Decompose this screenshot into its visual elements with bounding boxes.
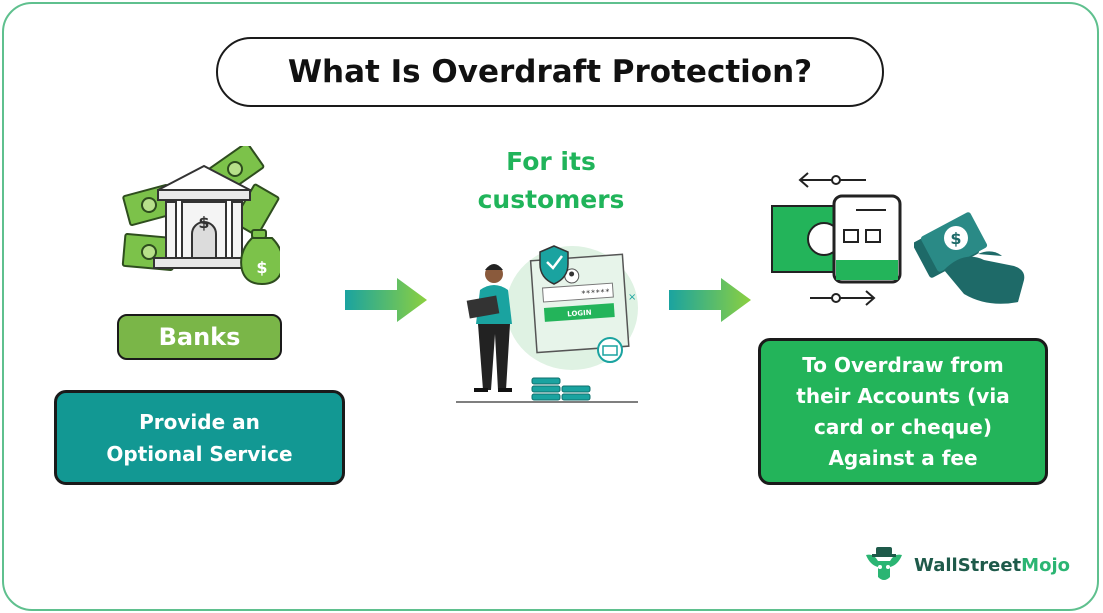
svg-text:$: $ (256, 258, 267, 277)
banks-label: Banks (117, 314, 282, 360)
service-line-2: Optional Service (106, 441, 293, 466)
overdraw-line-2: their Accounts (via (796, 383, 1010, 408)
svg-text:×: × (628, 292, 636, 303)
service-description-box: Provide an Optional Service (54, 390, 345, 485)
overdraw-description-box: To Overdraw from their Accounts (via car… (758, 338, 1048, 485)
subtitle-line-1: For its (506, 147, 596, 176)
password-mask: ****** (581, 287, 611, 298)
subtitle-line-2: customers (477, 185, 625, 214)
overdraw-line-1: To Overdraw from (802, 352, 1004, 377)
svg-text:$: $ (950, 229, 961, 248)
overdraw-line-3: card or cheque) (814, 414, 992, 439)
subtitle: For its customers (440, 143, 662, 219)
wallstreetmojo-logo-icon (866, 547, 902, 580)
service-line-1: Provide an (139, 409, 260, 434)
page-title: What Is Overdraft Protection? (216, 37, 884, 107)
login-button-label: LOGIN (567, 309, 592, 319)
brand-name: WallStreetMojo (914, 554, 1070, 576)
bank-money-icon: $ $ (121, 146, 280, 286)
svg-text:$: $ (198, 213, 209, 232)
card-cash-transfer-icon (771, 172, 902, 306)
online-banking-illustration: ****** LOGIN × (456, 245, 638, 403)
overdraw-line-4: Against a fee (828, 445, 978, 470)
hand-money-icon: $ (914, 212, 1025, 304)
brand-logo: WallStreetMojo (862, 545, 1070, 585)
arrow-right-icon (345, 278, 427, 322)
arrow-right-icon (669, 278, 751, 322)
